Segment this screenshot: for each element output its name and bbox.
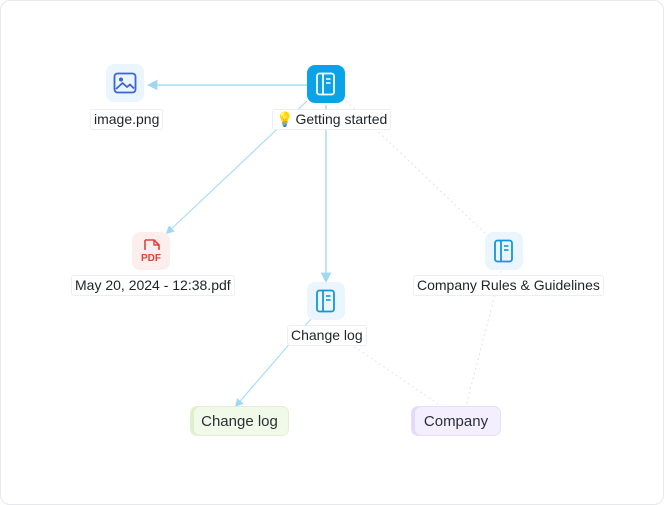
edge-company-rules-to-company — [465, 270, 502, 407]
notebook-icon — [316, 289, 335, 313]
image-node-label[interactable]: image.png — [90, 109, 164, 130]
getting-started-node-label[interactable]: 💡Getting started — [272, 109, 392, 130]
pdf-icon-text: PDF — [141, 253, 161, 264]
change-log-node-icon[interactable] — [307, 282, 345, 320]
change-log-tag[interactable]: Change log — [190, 406, 289, 436]
getting-started-node-icon[interactable] — [307, 65, 345, 103]
lightbulb-icon: 💡 — [276, 111, 294, 127]
edge-change-log-to-company — [345, 340, 442, 407]
pdf-node-label[interactable]: May 20, 2024 - 12:38.pdf — [71, 275, 235, 296]
notebook-icon — [316, 72, 335, 96]
company-rules-node-label[interactable]: Company Rules & Guidelines — [413, 275, 604, 296]
image-icon — [113, 72, 137, 94]
image-node-icon[interactable] — [106, 64, 144, 102]
getting-started-label-text: Getting started — [295, 111, 388, 127]
pdf-file-icon: PDF — [141, 239, 161, 264]
change-log-node-label[interactable]: Change log — [287, 325, 367, 346]
company-rules-node-icon[interactable] — [485, 232, 523, 270]
company-tag[interactable]: Company — [411, 406, 501, 436]
notebook-icon — [494, 239, 513, 263]
pdf-node-icon[interactable]: PDF — [132, 232, 170, 270]
